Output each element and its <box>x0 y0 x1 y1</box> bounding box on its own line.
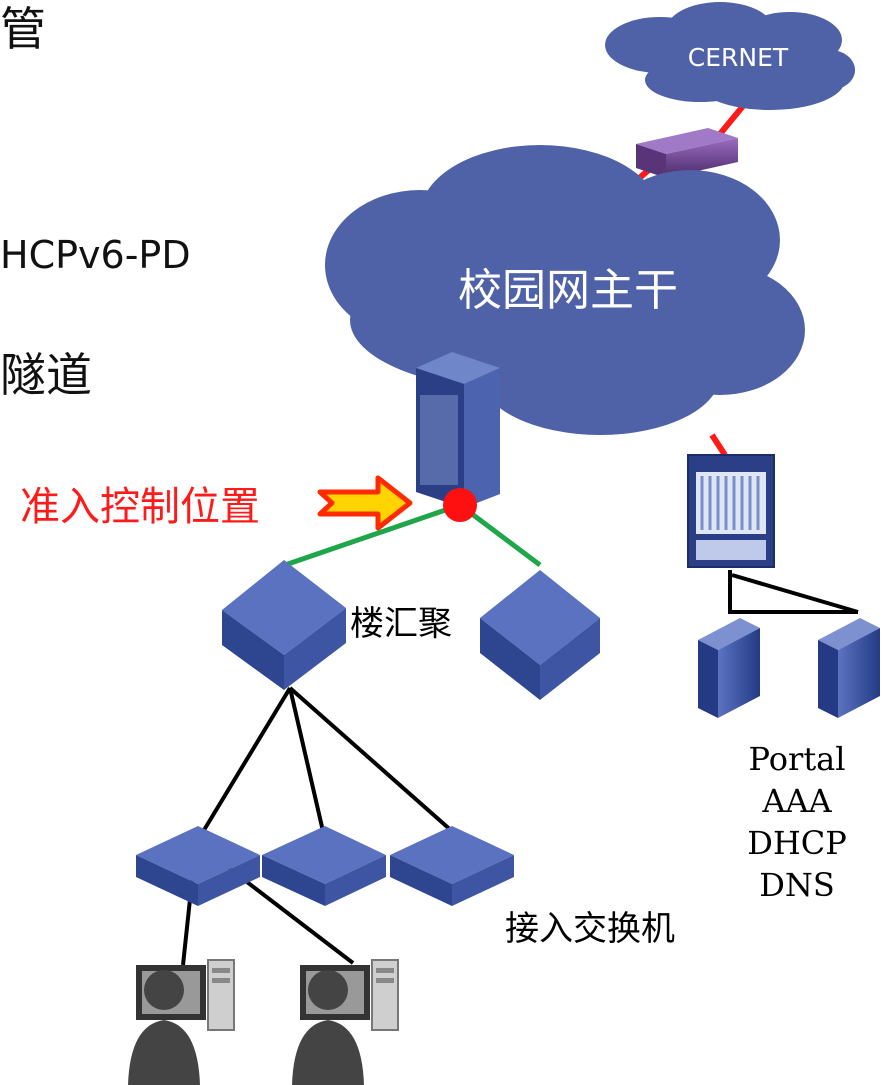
service-label-aaa: AAA <box>761 782 832 820</box>
green-link-left <box>284 502 461 568</box>
link-agg-to-access-3 <box>288 686 464 842</box>
access-switch-label: 接入交换机 <box>505 909 675 949</box>
link-agg-to-access-2 <box>288 687 327 841</box>
access-switch-2-icon <box>262 826 386 906</box>
access-control-label: 准入控制位置 <box>20 484 260 530</box>
link-agg-to-access-1 <box>196 686 292 842</box>
left-text-fragment-2: HCPv6-PD <box>0 233 191 277</box>
red-link-backbone-server-chassis <box>709 433 728 457</box>
aggregation-switch-right-icon <box>480 570 600 700</box>
cernet-cloud <box>605 2 855 110</box>
service-chassis-icon <box>687 454 775 568</box>
service-label-dns: DNS <box>759 866 835 904</box>
user-pc-2-icon <box>292 959 399 1085</box>
service-label-portal: Portal <box>749 740 846 778</box>
building-aggregation-label: 楼汇聚 <box>350 604 452 644</box>
cernet-label: CERNET <box>688 43 789 72</box>
aggregation-switch-left-icon <box>222 560 346 690</box>
server-1-icon <box>698 618 760 718</box>
access-switch-1-icon <box>136 826 260 906</box>
link-chassis-to-server-2 <box>731 573 859 614</box>
left-text-fragment-1: 管 <box>0 2 46 56</box>
border-router-icon <box>636 128 738 178</box>
server-2-icon <box>818 618 880 718</box>
access-switch-3-icon <box>390 826 514 906</box>
backbone-label: 校园网主干 <box>458 265 678 316</box>
access-control-point <box>443 488 477 522</box>
left-text-fragment-3: 隧道 <box>0 348 92 402</box>
core-switch-icon <box>416 352 500 508</box>
user-pc-1-icon <box>128 959 235 1085</box>
service-label-dhcp: DHCP <box>747 824 847 862</box>
arrow-icon <box>317 475 413 531</box>
black-links <box>181 570 859 966</box>
